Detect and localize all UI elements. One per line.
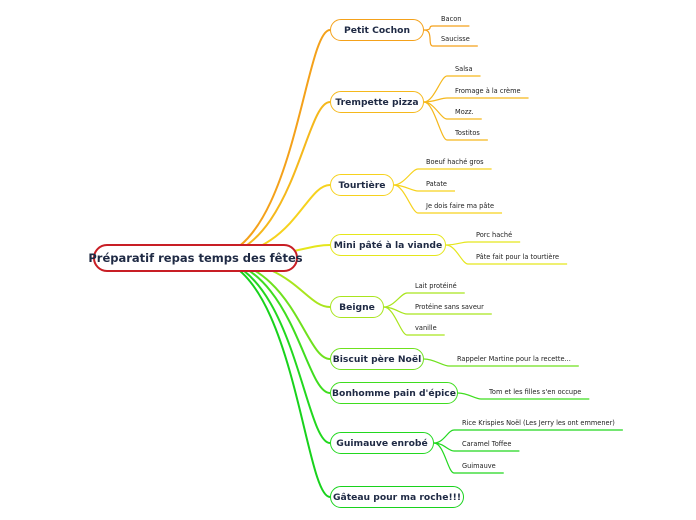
topic-label: Trempette pizza: [335, 96, 419, 108]
subtopic-lait-proteine[interactable]: Lait protéiné: [415, 282, 457, 290]
subtopic-connector: [393, 168, 419, 186]
subtopic-rappeler-martine-pour-la-recette[interactable]: Rappeler Martine pour la recette...: [457, 355, 571, 363]
topic-mini-pate-a-la-viande[interactable]: Mini pâté à la viande: [330, 234, 446, 256]
subtopic-connector: [423, 75, 448, 103]
topic-label: Biscuit père Noël: [332, 353, 422, 365]
subtopic-mozz[interactable]: Mozz.: [455, 108, 474, 116]
subtopic-connector: [433, 442, 455, 474]
subtopic-pate-fait-pour-la-tourtiere[interactable]: Pâte fait pour la tourtière: [476, 253, 560, 261]
subtopic-guimauve[interactable]: Guimauve: [462, 462, 496, 470]
topic-gateau-pour-ma-roche[interactable]: Gâteau pour ma roche!!!: [330, 486, 464, 508]
branch-connector: [207, 257, 331, 444]
topic-beigne[interactable]: Beigne: [330, 296, 384, 318]
subtopic-fromage-a-la-creme[interactable]: Fromage à la crème: [455, 87, 521, 95]
subtopic-connector: [433, 429, 455, 444]
subtopic-bacon[interactable]: Bacon: [441, 15, 462, 23]
branch-connector: [207, 257, 331, 498]
subtopic-caramel-toffee[interactable]: Caramel Toffee: [462, 440, 512, 448]
subtopic-saucisse[interactable]: Saucisse: [441, 35, 470, 43]
subtopic-tom-et-les-filles-s-en-occupe[interactable]: Tom et les filles s'en occupe: [489, 388, 582, 396]
subtopic-connector: [423, 29, 434, 47]
subtopic-boeuf-hache-gros[interactable]: Boeuf haché gros: [426, 158, 484, 166]
central-topic[interactable]: Préparatif repas temps des fêtes: [88, 244, 303, 272]
subtopic-je-dois-faire-ma-pate[interactable]: Je dois faire ma pâte: [426, 202, 495, 210]
subtopic-patate[interactable]: Patate: [426, 180, 447, 188]
topic-label: Mini pâté à la viande: [333, 239, 443, 251]
topic-petit-cochon[interactable]: Petit Cochon: [330, 19, 424, 41]
subtopic-connector: [423, 101, 448, 141]
topic-label: Gâteau pour ma roche!!!: [332, 491, 462, 503]
central-topic-label: Préparatif repas temps des fêtes: [88, 251, 303, 265]
subtopic-connector: [445, 244, 469, 265]
subtopic-proteine-sans-saveur[interactable]: Protéine sans saveur: [415, 303, 484, 311]
branch-connector: [207, 29, 331, 259]
topic-label: Tourtière: [338, 179, 386, 191]
topic-label: Guimauve enrobé: [336, 437, 428, 449]
topic-biscuit-pere-noel[interactable]: Biscuit père Noël: [330, 348, 424, 370]
subtopic-connector: [445, 241, 469, 246]
subtopic-connector: [423, 97, 448, 103]
subtopic-porc-hache[interactable]: Porc haché: [476, 231, 513, 239]
topic-trempette-pizza[interactable]: Trempette pizza: [330, 91, 424, 113]
subtopic-connector: [423, 358, 450, 367]
topic-guimauve-enrobe[interactable]: Guimauve enrobé: [330, 432, 434, 454]
subtopic-connector: [383, 306, 408, 336]
subtopic-connector: [383, 292, 408, 308]
branch-connector: [207, 101, 331, 259]
topic-bonhomme-pain-d-epice[interactable]: Bonhomme pain d'épice: [330, 382, 458, 404]
topic-label: Bonhomme pain d'épice: [332, 387, 456, 399]
branch-connector: [207, 257, 331, 394]
subtopic-tostitos[interactable]: Tostitos: [455, 129, 480, 137]
topic-tourtiere[interactable]: Tourtière: [330, 174, 394, 196]
subtopic-rice-krispies-noel-les-jerry-les-ont-emm[interactable]: Rice Krispies Noël (Les Jerry les ont em…: [462, 419, 615, 427]
subtopic-salsa[interactable]: Salsa: [455, 65, 473, 73]
topic-label: Petit Cochon: [344, 24, 410, 36]
subtopic-vanille[interactable]: vanille: [415, 324, 437, 332]
subtopic-connector: [393, 184, 419, 214]
subtopic-connector: [423, 25, 434, 31]
topic-label: Beigne: [339, 301, 375, 313]
subtopic-connector: [457, 392, 482, 400]
branch-connector: [207, 257, 331, 360]
